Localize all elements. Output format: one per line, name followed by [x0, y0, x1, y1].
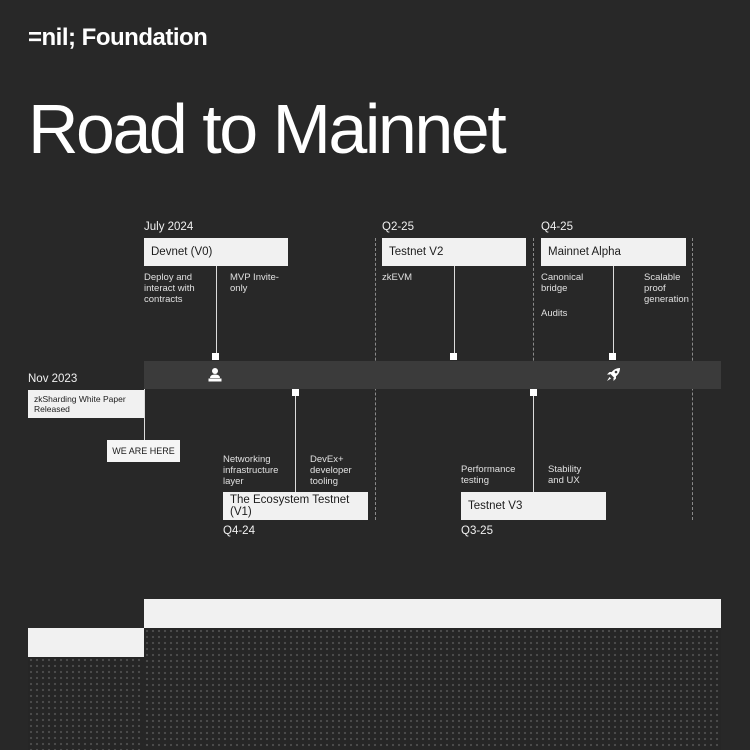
start-date: Nov 2023 — [28, 373, 78, 385]
decorative-band-left — [28, 628, 144, 657]
testnet-v2-marker — [450, 353, 457, 360]
testnet-v3-date: Q3-25 — [461, 525, 493, 537]
page-title: Road to Mainnet — [28, 90, 507, 168]
mainnet-alpha-connector — [613, 266, 614, 357]
devnet-connector — [216, 266, 217, 357]
devnet-note-contracts: Deploy and interact with contracts — [144, 272, 195, 305]
devnet-date: July 2024 — [144, 221, 194, 233]
ecosystem-box: The Ecosystem Testnet (V1) — [223, 492, 368, 520]
testnet-v2-note-zkevm: zkEVM — [382, 272, 413, 283]
testnet-v3-marker — [530, 389, 537, 396]
foundation-logo: =nil; Foundation — [28, 24, 208, 51]
dot-pattern-area — [144, 628, 721, 750]
mainnet-alpha-label: Mainnet Alpha — [548, 246, 621, 258]
ecosystem-date: Q4-24 — [223, 525, 255, 537]
ecosystem-connector — [295, 396, 296, 492]
testnet-v2-box: Testnet V2 — [382, 238, 526, 266]
decorative-band-right — [144, 599, 721, 628]
testnet-v2-date: Q2-25 — [382, 221, 414, 233]
we-are-here-label: WE ARE HERE — [112, 446, 175, 456]
whitepaper-event-label: zkSharding White Paper Released — [34, 394, 126, 415]
ecosystem-marker — [292, 389, 299, 396]
mainnet-alpha-marker — [609, 353, 616, 360]
timeline-track — [144, 361, 721, 389]
ecosystem-label: The Ecosystem Testnet (V1) — [230, 494, 350, 518]
rocket-icon — [605, 366, 622, 383]
testnet-v3-note-stability: Stability and UX — [548, 464, 582, 486]
mainnet-alpha-box: Mainnet Alpha — [541, 238, 686, 266]
mainnet-alpha-note-proofs: Scalable proof generation — [644, 272, 689, 305]
we-are-here-badge: WE ARE HERE — [107, 440, 180, 462]
ecosystem-note-networking: Networking infrastructure layer — [223, 454, 279, 487]
whitepaper-event-box: zkSharding White Paper Released — [28, 390, 144, 418]
testnet-v3-note-performance: Performance testing — [461, 464, 516, 486]
devnet-marker — [212, 353, 219, 360]
testnet-v3-label: Testnet V3 — [468, 500, 523, 512]
testnet-v3-connector — [533, 396, 534, 492]
testnet-v2-label: Testnet V2 — [389, 246, 444, 258]
devnet-label: Devnet (V0) — [151, 246, 213, 258]
mainnet-alpha-note-audits: Audits — [541, 308, 568, 319]
testnet-v2-connector — [454, 266, 455, 357]
devnet-box: Devnet (V0) — [144, 238, 288, 266]
devnet-note-mvp: MVP Invite-only — [230, 272, 279, 294]
mainnet-alpha-date: Q4-25 — [541, 221, 573, 233]
testnet-v3-box: Testnet V3 — [461, 492, 606, 520]
ecosystem-note-devex: DevEx+ developer tooling — [310, 454, 352, 487]
person-at-laptop-icon — [207, 367, 223, 383]
here-connector — [144, 389, 145, 440]
mainnet-alpha-note-bridge: Canonical bridge — [541, 272, 584, 294]
dot-pattern-area — [28, 657, 144, 750]
